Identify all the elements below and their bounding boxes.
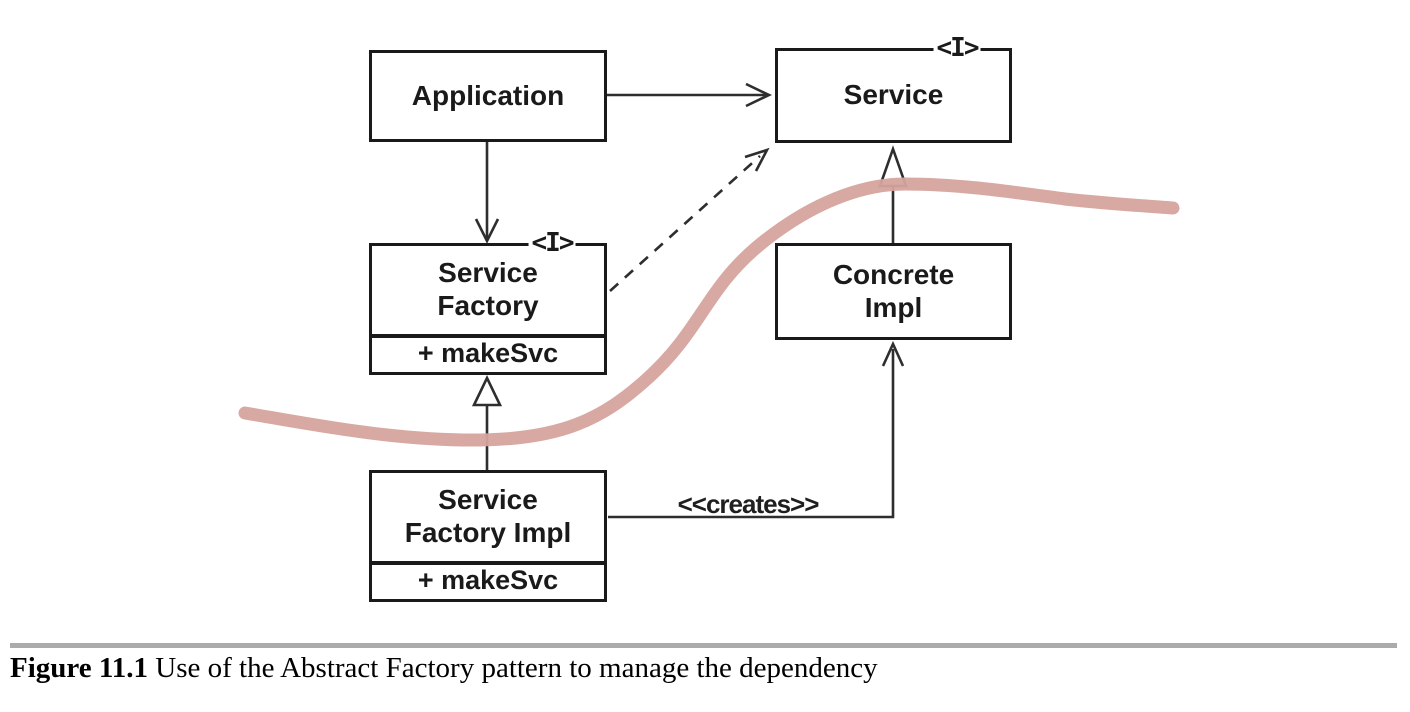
- class-name-label: Application: [411, 79, 565, 111]
- class-name-line1: Service: [438, 257, 538, 289]
- generalization-concreteimpl-service: [878, 145, 908, 243]
- dependency-servicefactory-service: [609, 147, 770, 292]
- class-name-service: Service: [778, 51, 1009, 140]
- class-name-line1: Service: [438, 484, 538, 516]
- creates-stereotype-label: <<creates>>: [677, 489, 820, 519]
- uml-diagram: Service (dashed dependency) -->: [238, 35, 1180, 602]
- divider-rule: [10, 643, 1397, 648]
- class-name-servicefactory: Service Factory: [372, 246, 604, 334]
- class-name-application: Application: [372, 53, 604, 139]
- uml-class-servicefactory: Service Factory + makeSvc: [369, 243, 607, 375]
- class-name-label: Service: [843, 79, 944, 111]
- association-application-servicefactory: [474, 142, 500, 244]
- figure-caption: Figure 11.1 Use of the Abstract Factory …: [10, 651, 1400, 685]
- class-name-line1: Concrete: [832, 258, 955, 290]
- interface-stereotype-servicefactory: <I>: [528, 230, 576, 256]
- uml-class-servicefactoryimpl: Service Factory Impl + makeSvc: [369, 470, 607, 602]
- method-compartment-servicefactoryimpl: + makeSvc: [372, 561, 604, 599]
- class-name-line2: Factory: [437, 290, 539, 322]
- class-name-servicefactoryimpl: Service Factory Impl: [372, 473, 604, 561]
- class-name-line2: Impl: [864, 291, 923, 323]
- class-name-concreteimpl: Concrete Impl: [778, 246, 1009, 337]
- method-compartment-servicefactory: + makeSvc: [372, 334, 604, 372]
- method-label: + makeSvc: [417, 565, 559, 596]
- class-name-line2: Factory Impl: [404, 517, 572, 549]
- uml-class-application: Application: [369, 50, 607, 142]
- uml-class-concreteimpl: Concrete Impl: [775, 243, 1012, 340]
- method-label: + makeSvc: [417, 338, 559, 369]
- association-application-service: [607, 82, 773, 108]
- interface-stereotype-service: <I>: [933, 35, 981, 61]
- generalization-servicefactoryimpl-servicefactory: [471, 375, 503, 470]
- figure-caption-text: Use of the Abstract Factory pattern to m…: [148, 652, 878, 684]
- uml-class-service: Service: [775, 48, 1012, 143]
- figure-number-label: Figure 11.1: [10, 652, 149, 684]
- connector-layer: Service (dashed dependency) -->: [238, 82, 1180, 519]
- architecture-boundary-curve: [238, 177, 1180, 447]
- creates-arrow-servicefactoryimpl-concreteimpl: [608, 340, 905, 519]
